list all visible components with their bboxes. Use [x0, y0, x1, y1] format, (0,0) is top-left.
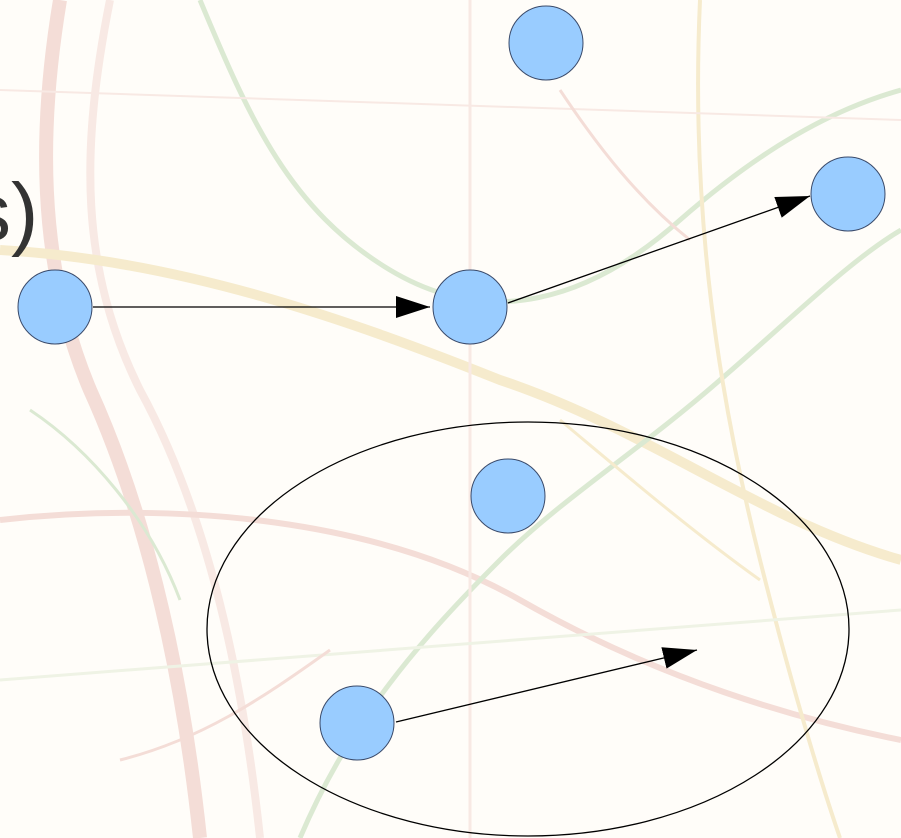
map-road — [0, 245, 901, 565]
map-road — [197, 0, 901, 305]
map-road — [0, 608, 901, 682]
map-road — [39, 0, 207, 838]
title-fragment: s) — [0, 167, 38, 258]
map-road — [559, 418, 761, 582]
group-ellipse[interactable] — [206, 421, 850, 837]
map-road — [119, 648, 331, 762]
node-left[interactable] — [17, 269, 93, 345]
node-top[interactable] — [508, 5, 584, 81]
map-road — [0, 509, 901, 743]
map-road — [86, 0, 264, 838]
node-middle[interactable] — [432, 269, 508, 345]
node-group-top[interactable] — [470, 458, 546, 534]
node-right[interactable] — [810, 156, 886, 232]
map-road — [696, 0, 842, 838]
edge-middle-to-right[interactable] — [507, 195, 811, 304]
node-group-bottom[interactable] — [319, 685, 395, 761]
map-road — [558, 89, 691, 242]
edge-group-bottom-outgoing[interactable] — [395, 647, 698, 723]
map-road — [29, 408, 182, 601]
map-road — [0, 89, 901, 121]
